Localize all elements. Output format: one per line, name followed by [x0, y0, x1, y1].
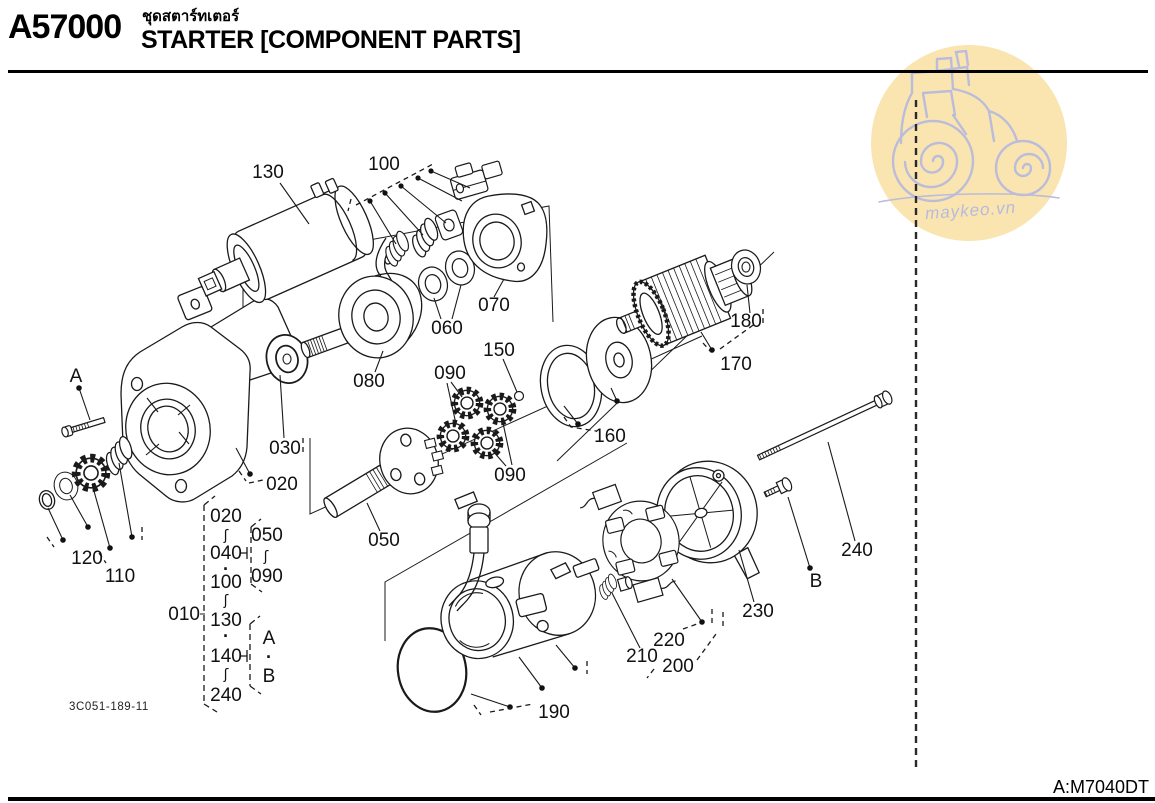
legend-sub1-1: ʃ — [263, 549, 269, 565]
callout-030: 030 — [269, 438, 301, 459]
footer-rule — [8, 797, 1155, 801]
dashed-brackets — [46, 163, 764, 716]
callout-060: 060 — [431, 318, 463, 339]
watermark-badge: maykeo.vn — [871, 45, 1067, 241]
page-title: STARTER [COMPONENT PARTS] — [141, 26, 521, 54]
legend-main-2: 040 — [210, 543, 242, 564]
callout-190: 190 — [538, 702, 570, 723]
legend-sub1-2: 090 — [251, 566, 283, 587]
callout-020: 020 — [266, 474, 298, 495]
part-planet-gear-3 — [440, 423, 465, 448]
legend-main-9: ʃ — [223, 667, 229, 683]
legend-main-3: · — [223, 559, 229, 579]
section-code: A57000 — [8, 8, 122, 46]
tractor-watermark-icon — [878, 49, 1060, 203]
callout-200: 200 — [662, 656, 694, 677]
part-drive-housing — [120, 286, 298, 503]
part-end-frame — [656, 460, 761, 580]
part-snap-ring — [38, 489, 56, 511]
part-bearing-030 — [260, 329, 314, 389]
part-output-shaft — [323, 427, 445, 519]
callout-A: A — [70, 366, 83, 387]
callout-130: 130 — [252, 162, 284, 183]
callout-180: 180 — [730, 311, 762, 332]
header-rule — [8, 70, 1148, 73]
legend-sub2-1: · — [266, 647, 272, 667]
leader-lines — [47, 170, 856, 708]
title-thai: ชุดสตาร์ทเตอร์ — [142, 8, 240, 25]
legend: 020 ʃ 040 · 100 ʃ 130 · 140 ʃ 240 050 ʃ … — [210, 506, 283, 706]
part-planet-gear-2 — [487, 396, 512, 421]
callout-110: 110 — [105, 566, 135, 587]
legend-main-10: 240 — [210, 685, 242, 706]
part-clutch — [300, 272, 423, 359]
callout-160: 160 — [594, 426, 626, 447]
callout-170: 170 — [720, 354, 752, 375]
callout-090-upper: 090 — [434, 363, 466, 384]
part-planet-gear-1 — [454, 390, 479, 415]
legend-main-1: ʃ — [223, 528, 229, 544]
legend-main-4: 100 — [210, 572, 242, 593]
legend-brackets — [203, 495, 263, 713]
model-code: A:M7040DT — [1052, 777, 1149, 797]
legend-sub1-0: 050 — [251, 525, 283, 546]
part-pinion-gear — [76, 458, 106, 488]
callout-150: 150 — [483, 340, 515, 361]
callout-090-lower: 090 — [494, 465, 526, 486]
part-yoke — [396, 491, 600, 713]
callout-100: 100 — [368, 154, 400, 175]
legend-sub2-2: B — [263, 666, 276, 687]
part-bearing-180 — [727, 246, 765, 288]
callout-010: 010 — [168, 604, 200, 625]
callout-230: 230 — [742, 601, 774, 622]
callout-labels: 130 100 070 060 080 090 150 180 170 160 … — [70, 154, 873, 723]
leader-dots — [60, 168, 813, 710]
part-through-bolt — [756, 390, 893, 461]
callout-070: 070 — [478, 295, 510, 316]
callout-080: 080 — [353, 371, 385, 392]
part-terminal — [448, 491, 491, 612]
part-brush-holder — [579, 483, 680, 603]
legend-main-5: ʃ — [223, 593, 229, 609]
part-screw-b — [763, 477, 793, 498]
part-bolt-a — [61, 416, 106, 438]
legend-main-7: · — [223, 626, 229, 646]
legend-sub2-0: A — [263, 628, 276, 649]
legend-main-6: 130 — [210, 610, 242, 631]
part-planet-gear-4 — [474, 430, 499, 455]
callout-050: 050 — [368, 530, 400, 551]
part-group-100 — [379, 160, 503, 269]
callout-B: B — [810, 571, 823, 592]
callout-240: 240 — [841, 540, 873, 561]
callout-120: 120 — [71, 548, 103, 569]
callout-220: 220 — [653, 630, 685, 651]
figure-code: 3C051-189-11 — [69, 701, 149, 713]
part-brake-discs — [539, 316, 653, 428]
part-o-ring — [396, 627, 468, 713]
part-solenoid — [197, 177, 374, 304]
part-center-bracket — [462, 193, 548, 283]
legend-main-8: 140 — [210, 646, 242, 667]
callout-210: 210 — [626, 646, 658, 667]
part-steel-ball — [513, 390, 525, 402]
legend-main-0: 020 — [210, 506, 242, 527]
